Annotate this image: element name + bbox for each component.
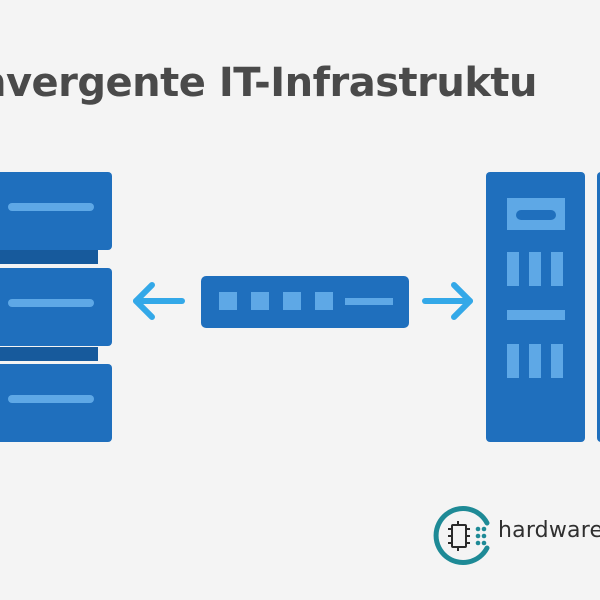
switch-port bbox=[315, 292, 333, 310]
logo-text: hardware bbox=[498, 518, 600, 543]
page-title: nvergente IT-Infrastruktu bbox=[0, 60, 538, 106]
switch-port bbox=[219, 292, 237, 310]
second-rack-edge bbox=[597, 172, 600, 442]
server-stack-icon bbox=[0, 172, 112, 442]
network-switch-icon bbox=[201, 276, 409, 328]
switch-status-bar bbox=[345, 298, 393, 305]
switch-port bbox=[283, 292, 301, 310]
chip-logo-icon bbox=[433, 506, 490, 565]
left-arrow-icon bbox=[133, 282, 185, 320]
server-rack-icon bbox=[486, 172, 600, 442]
right-arrow-icon bbox=[422, 282, 473, 320]
switch-port bbox=[251, 292, 269, 310]
